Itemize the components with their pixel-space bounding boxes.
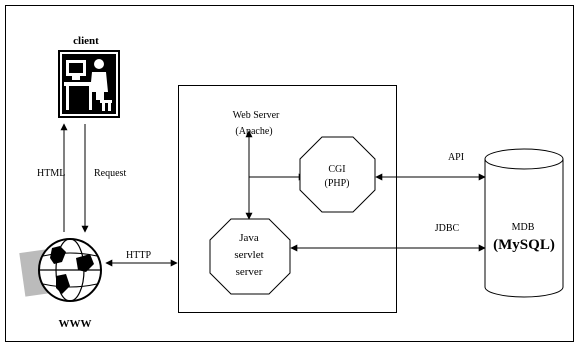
client-label: client bbox=[73, 35, 99, 47]
database-node bbox=[484, 148, 564, 298]
person-at-computer-icon bbox=[58, 50, 120, 118]
http-label: HTTP bbox=[126, 250, 151, 261]
server-label: server bbox=[236, 266, 263, 278]
jdbc-label: JDBC bbox=[435, 223, 460, 234]
php-label: (PHP) bbox=[324, 178, 349, 189]
java-label: Java bbox=[239, 232, 259, 244]
www-label: WWW bbox=[59, 318, 92, 330]
cgi-label: CGI bbox=[328, 164, 345, 175]
servlet-label: servlet bbox=[234, 249, 263, 261]
request-label: Request bbox=[94, 168, 126, 179]
mysql-label: (MySQL) bbox=[493, 237, 555, 253]
java-servlet-node bbox=[209, 218, 291, 295]
web-server-label: Web Server bbox=[233, 110, 280, 121]
api-label: API bbox=[448, 152, 464, 163]
html-label: HTML bbox=[37, 168, 65, 179]
server-box bbox=[178, 85, 397, 313]
apache-label: (Apache) bbox=[235, 126, 272, 137]
outer-frame bbox=[5, 5, 574, 342]
globe-icon bbox=[19, 238, 102, 302]
cgi-node bbox=[299, 136, 376, 213]
mdb-label: MDB bbox=[512, 222, 535, 233]
